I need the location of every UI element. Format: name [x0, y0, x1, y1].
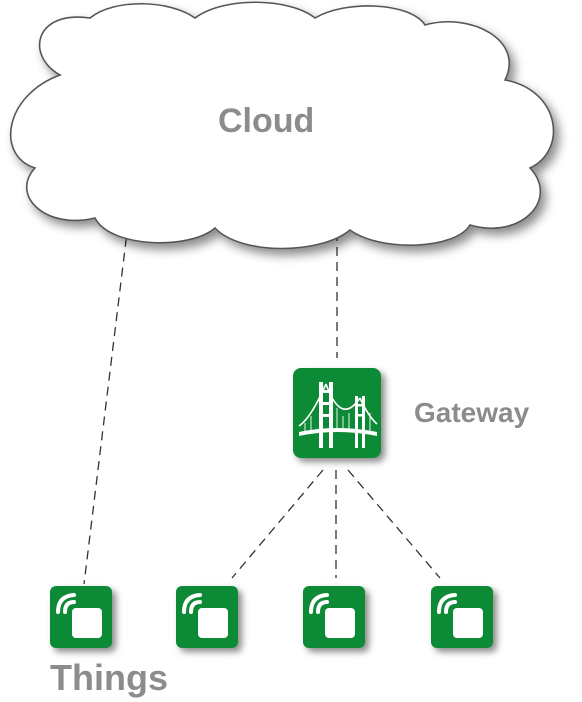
bridge-icon [293, 368, 381, 458]
thing-icon-4 [429, 584, 495, 650]
cloud-icon [9, 1, 555, 250]
connector-gateway-thing-2 [231, 469, 324, 579]
connector-gateway-thing-4 [347, 469, 441, 579]
thing-icon-3 [301, 584, 367, 650]
cloud-shape [9, 1, 555, 250]
thing-icon-2 [174, 584, 240, 650]
things-label: Things [50, 657, 168, 698]
gateway-label: Gateway [414, 397, 530, 428]
thing-icon-1 [48, 584, 114, 650]
connectors [83, 207, 441, 585]
things-group [48, 584, 495, 650]
connector-cloud-thing-1 [83, 207, 131, 585]
cloud-label: Cloud [218, 102, 315, 140]
